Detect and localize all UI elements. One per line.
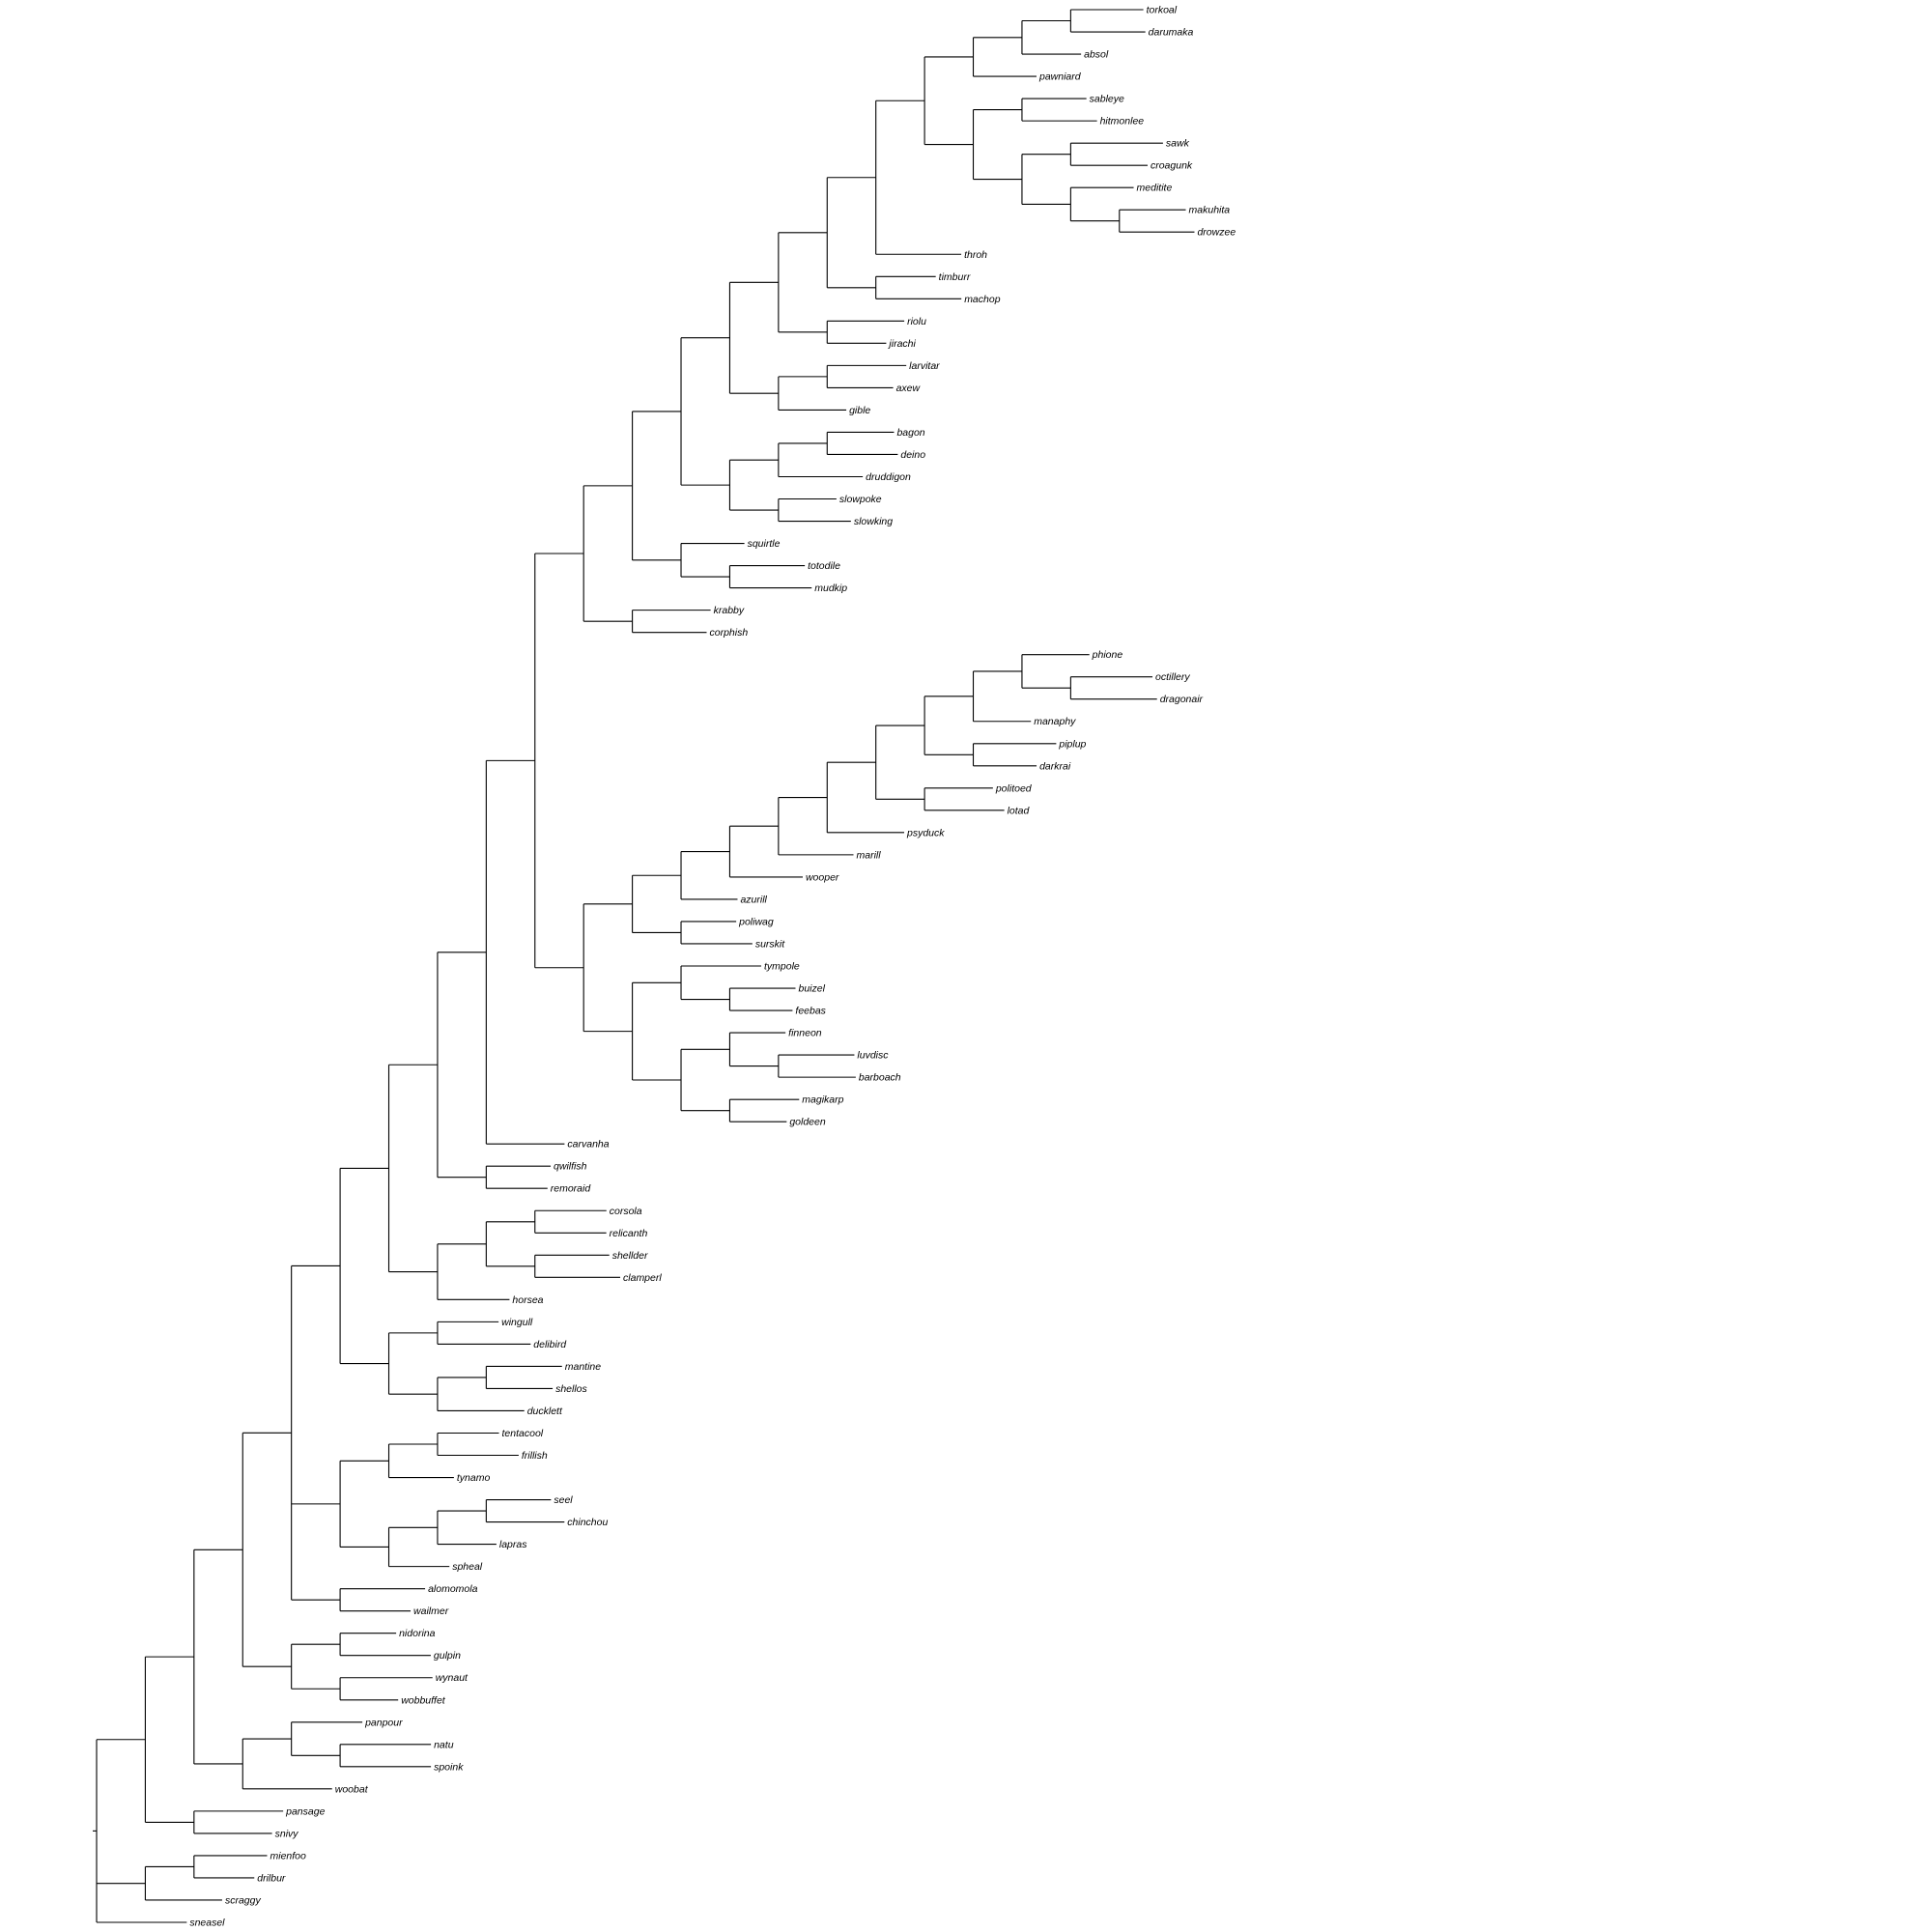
leaf-label-corsola: corsola [610,1206,642,1217]
leaf-label-piplup: piplup [1058,738,1086,750]
leaf-label-politoed: politoed [995,782,1033,794]
leaf-label-manaphy: manaphy [1034,716,1076,727]
leaf-label-wailmer: wailmer [413,1605,449,1617]
leaf-label-lapras: lapras [499,1539,527,1550]
leaf-label-scraggy: scraggy [225,1894,262,1906]
leaf-label-sableye: sableye [1090,94,1124,105]
leaf-label-wooper: wooper [806,871,839,883]
leaf-label-absol: absol [1084,49,1109,61]
leaf-label-barboach: barboach [859,1072,901,1084]
leaf-label-ducklett: ducklett [527,1406,563,1417]
leaf-label-tympole: tympole [764,961,800,973]
leaf-label-alomomola: alomomola [428,1583,478,1595]
leaf-label-deino: deino [900,449,925,461]
leaf-label-dragonair: dragonair [1160,694,1204,705]
leaf-label-slowpoke: slowpoke [839,494,882,505]
leaf-label-tynamo: tynamo [457,1472,491,1484]
leaf-label-frillish: frillish [522,1450,548,1462]
leaf-label-timburr: timburr [939,271,971,283]
leaf-label-nidorina: nidorina [399,1628,436,1639]
leaf-label-drilbur: drilbur [257,1872,286,1884]
leaf-label-machop: machop [964,294,1001,305]
leaf-label-throh: throh [964,249,987,261]
leaf-label-bagon: bagon [896,427,924,439]
leaf-label-woobat: woobat [335,1783,369,1795]
leaf-label-shellder: shellder [612,1250,648,1262]
leaf-label-jirachi: jirachi [887,338,916,350]
leaf-label-remoraid: remoraid [551,1183,592,1195]
leaf-label-spoink: spoink [434,1761,464,1773]
leaf-label-mienfoo: mienfoo [270,1850,306,1861]
leaf-label-hitmonlee: hitmonlee [1100,116,1145,128]
leaf-label-delibird: delibird [533,1339,567,1350]
leaf-label-feebas: feebas [795,1006,826,1017]
leaf-label-drowzee: drowzee [1197,227,1236,239]
leaf-label-psyduck: psyduck [906,827,945,838]
leaf-label-horsea: horsea [512,1294,543,1306]
leaf-label-luvdisc: luvdisc [857,1050,889,1062]
leaf-label-wingull: wingull [501,1317,533,1328]
leaf-label-tentacool: tentacool [502,1428,544,1439]
leaf-label-panpour: panpour [364,1717,403,1728]
leaf-label-lotad: lotad [1008,805,1031,816]
leaf-label-slowking: slowking [854,516,893,527]
leaf-label-shellos: shellos [555,1383,587,1395]
leaf-label-larvitar: larvitar [909,360,940,372]
leaf-label-mantine: mantine [565,1361,602,1373]
leaf-label-croagunk: croagunk [1151,160,1193,172]
leaf-label-krabby: krabby [714,605,745,616]
leaf-label-clamperl: clamperl [623,1272,662,1284]
leaf-label-azurill: azurill [740,894,767,905]
leaf-label-natu: natu [434,1739,454,1750]
leaf-label-goldeen: goldeen [789,1117,826,1128]
leaf-label-buizel: buizel [798,983,825,995]
leaf-label-surskit: surskit [755,938,785,950]
leaf-label-octillery: octillery [1155,671,1190,683]
leaf-label-gible: gible [849,405,870,416]
leaf-label-riolu: riolu [907,316,926,327]
leaf-label-relicanth: relicanth [610,1228,648,1239]
leaf-label-spheal: spheal [452,1561,483,1573]
leaf-label-finneon: finneon [788,1028,822,1039]
leaf-label-makuhita: makuhita [1189,205,1231,216]
leaf-label-wynaut: wynaut [436,1672,469,1684]
leaf-label-magikarp: magikarp [802,1094,843,1106]
leaf-label-marill: marill [857,849,882,861]
leaf-label-carvanha: carvanha [567,1139,609,1151]
leaf-label-poliwag: poliwag [738,916,774,927]
leaf-label-meditite: meditite [1137,183,1173,194]
leaf-label-pawniard: pawniard [1038,71,1082,83]
leaf-label-torkoal: torkoal [1147,5,1178,16]
leaf-label-qwilfish: qwilfish [554,1161,587,1173]
leaf-label-seel: seel [554,1494,573,1506]
leaf-label-phione: phione [1092,649,1123,661]
leaf-label-squirtle: squirtle [748,538,781,550]
leaf-label-druddigon: druddigon [866,471,911,483]
leaf-label-snivy: snivy [275,1828,299,1839]
leaf-label-darkrai: darkrai [1039,760,1071,772]
leaf-label-corphish: corphish [709,627,748,639]
leaf-label-mudkip: mudkip [814,582,847,594]
leaf-label-gulpin: gulpin [434,1650,461,1662]
leaf-label-axew: axew [896,383,922,394]
leaf-label-chinchou: chinchou [567,1517,608,1528]
leaf-label-wobbuffet: wobbuffet [401,1694,446,1706]
leaf-label-sneasel: sneasel [189,1918,225,1929]
leaf-label-pansage: pansage [285,1805,325,1817]
leaf-label-sawk: sawk [1166,138,1190,150]
leaf-label-totodile: totodile [808,560,840,572]
leaf-label-darumaka: darumaka [1149,27,1194,39]
